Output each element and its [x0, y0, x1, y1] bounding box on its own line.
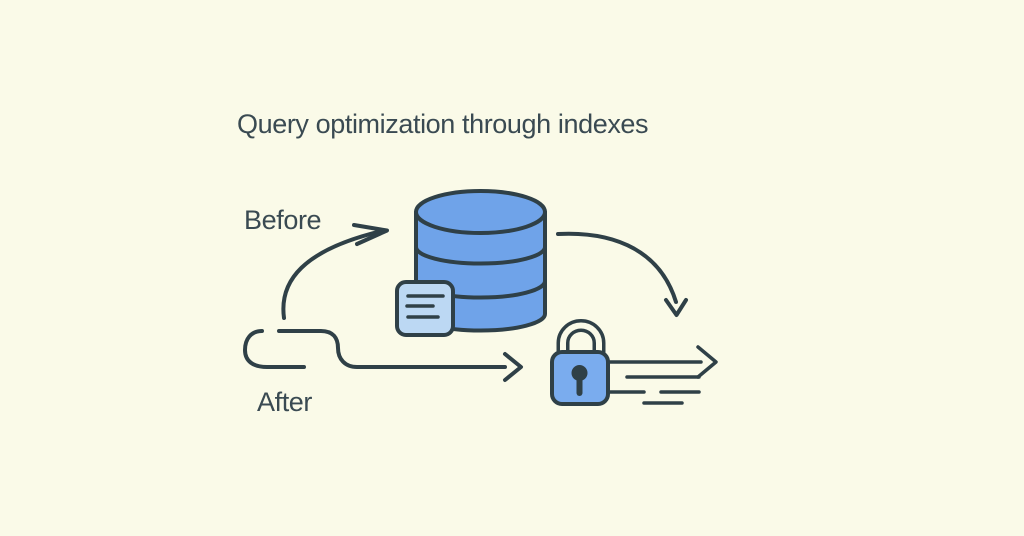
down-arrow-icon	[556, 231, 688, 317]
speed-arrowhead	[696, 345, 718, 379]
after-arrow-icon	[243, 329, 523, 382]
after-label: After	[257, 387, 313, 417]
before-arrowhead	[352, 223, 389, 246]
document-icon	[395, 280, 455, 337]
before-label: Before	[244, 205, 322, 235]
lock-icon	[550, 319, 610, 406]
diagram-title: Query optimization through indexes	[237, 109, 649, 139]
db-band-line	[414, 245, 547, 266]
after-arrowhead	[503, 352, 523, 382]
after-straight-line	[277, 329, 507, 369]
speed-arrow-icon	[607, 345, 718, 405]
down-arrowhead	[664, 298, 688, 317]
lock-keyhole	[571, 365, 588, 381]
after-loop-left	[243, 329, 306, 369]
down-arrow-curve	[556, 231, 678, 304]
before-arrow-icon	[281, 223, 389, 320]
lock-shackle-inner	[560, 322, 602, 356]
db-top-ellipse	[414, 189, 547, 235]
lock-keyhole-stem	[576, 378, 583, 396]
before-arrow-curve	[281, 229, 384, 320]
document-card	[395, 280, 455, 337]
